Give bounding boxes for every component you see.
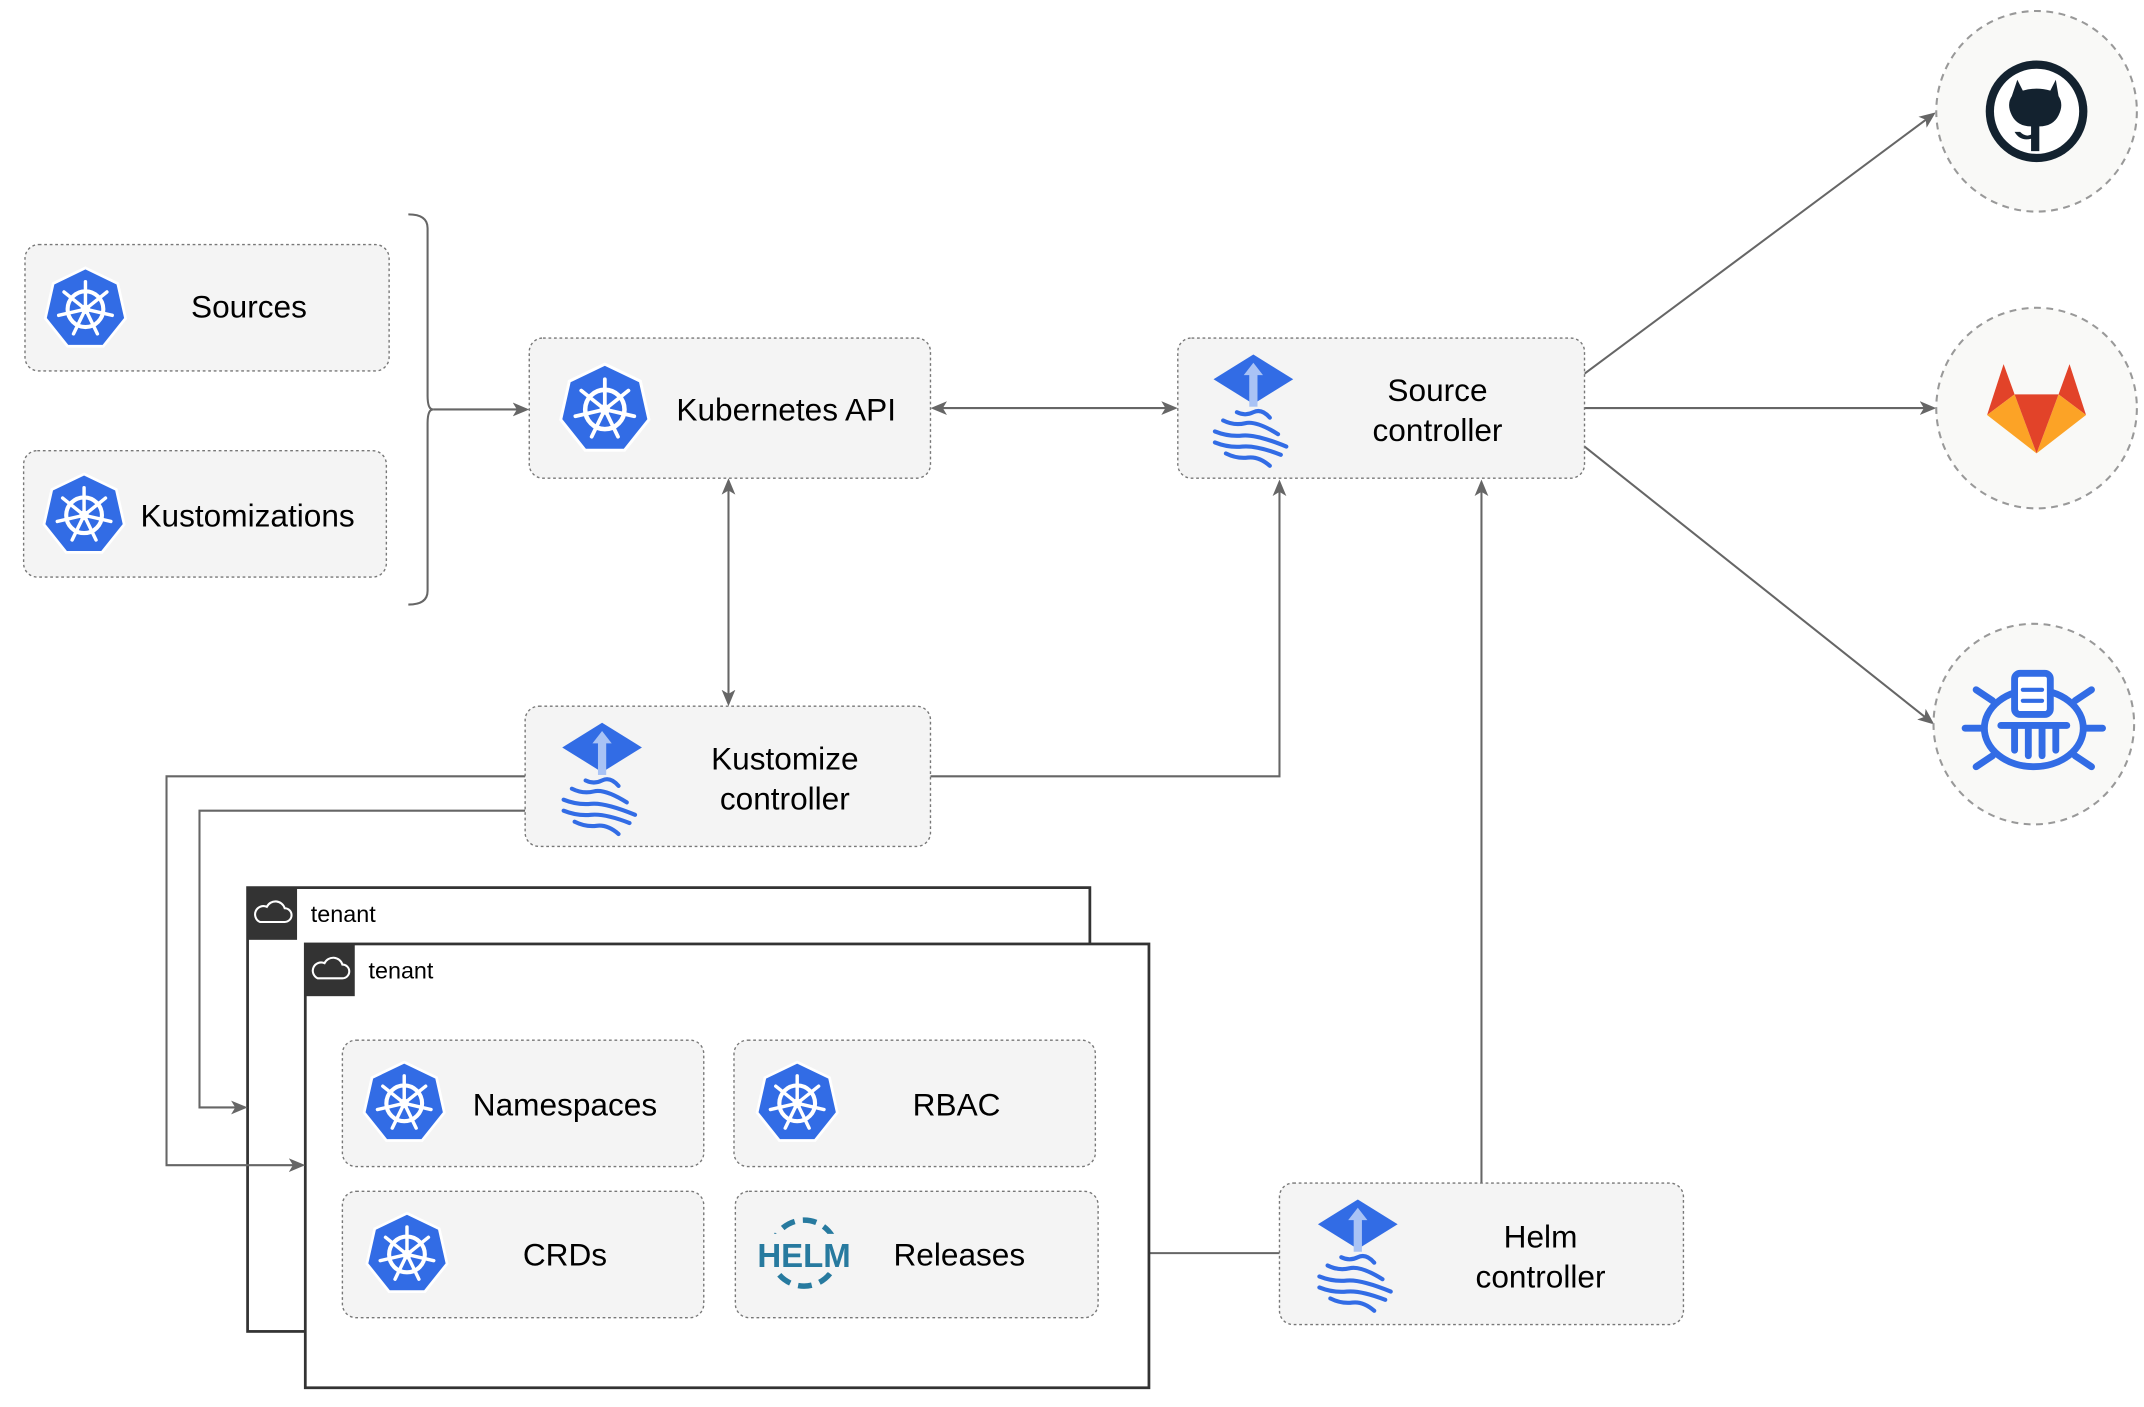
cloud-icon: [304, 942, 356, 998]
node-label: Kustomize: [711, 740, 858, 776]
node-label: Sources: [191, 288, 307, 324]
node-source-controller[interactable]: Source controller: [1177, 337, 1586, 479]
node-releases[interactable]: HELM Releases: [734, 1190, 1099, 1319]
cloud-icon: [246, 886, 299, 941]
node-label: Helm: [1504, 1219, 1578, 1255]
node-label: Releases: [893, 1236, 1025, 1272]
node-label: controller: [720, 780, 850, 816]
node-label: RBAC: [913, 1087, 1001, 1123]
bracket: [408, 213, 434, 606]
helm-icon-text: HELM: [757, 1237, 850, 1274]
node-kubernetes-api[interactable]: Kubernetes API: [528, 337, 932, 479]
github-node[interactable]: [1935, 9, 2138, 213]
node-crds[interactable]: CRDs: [341, 1190, 705, 1319]
node-label: controller: [1476, 1258, 1606, 1294]
edge-kustomize-to-source: [930, 479, 1287, 778]
bucket-icon: [1961, 669, 2106, 771]
node-label: Kustomizations: [140, 497, 354, 533]
node-label: CRDs: [523, 1236, 607, 1272]
node-sources[interactable]: Sources: [24, 243, 390, 372]
node-label: Source: [1387, 372, 1487, 408]
node-label: controller: [1373, 412, 1503, 448]
edge-kustomize-to-tenant-front: [165, 775, 526, 1173]
node-namespaces[interactable]: Namespaces: [341, 1039, 705, 1168]
edge-source-to-bucket: [1583, 445, 1935, 725]
gitlab-icon: [1987, 364, 2087, 454]
edge-kustomize-to-tenant-back: [198, 809, 526, 1115]
helm-icon: HELM: [755, 1217, 853, 1289]
bucket-node[interactable]: [1932, 622, 2136, 826]
node-label: Namespaces: [473, 1087, 657, 1123]
tenant-label: tenant: [311, 901, 376, 927]
node-rbac[interactable]: RBAC: [733, 1039, 1097, 1168]
edge-source-to-github: [1583, 112, 1936, 375]
gitlab-node[interactable]: [1935, 306, 2138, 510]
github-icon: [1985, 60, 2088, 163]
tenant-label: tenant: [369, 957, 434, 983]
node-label: Kubernetes API: [676, 391, 896, 427]
node-kustomizations[interactable]: Kustomizations: [22, 449, 388, 578]
node-helm-controller[interactable]: Helm controller: [1278, 1182, 1685, 1326]
node-kustomize-controller[interactable]: Kustomize controller: [524, 705, 932, 848]
